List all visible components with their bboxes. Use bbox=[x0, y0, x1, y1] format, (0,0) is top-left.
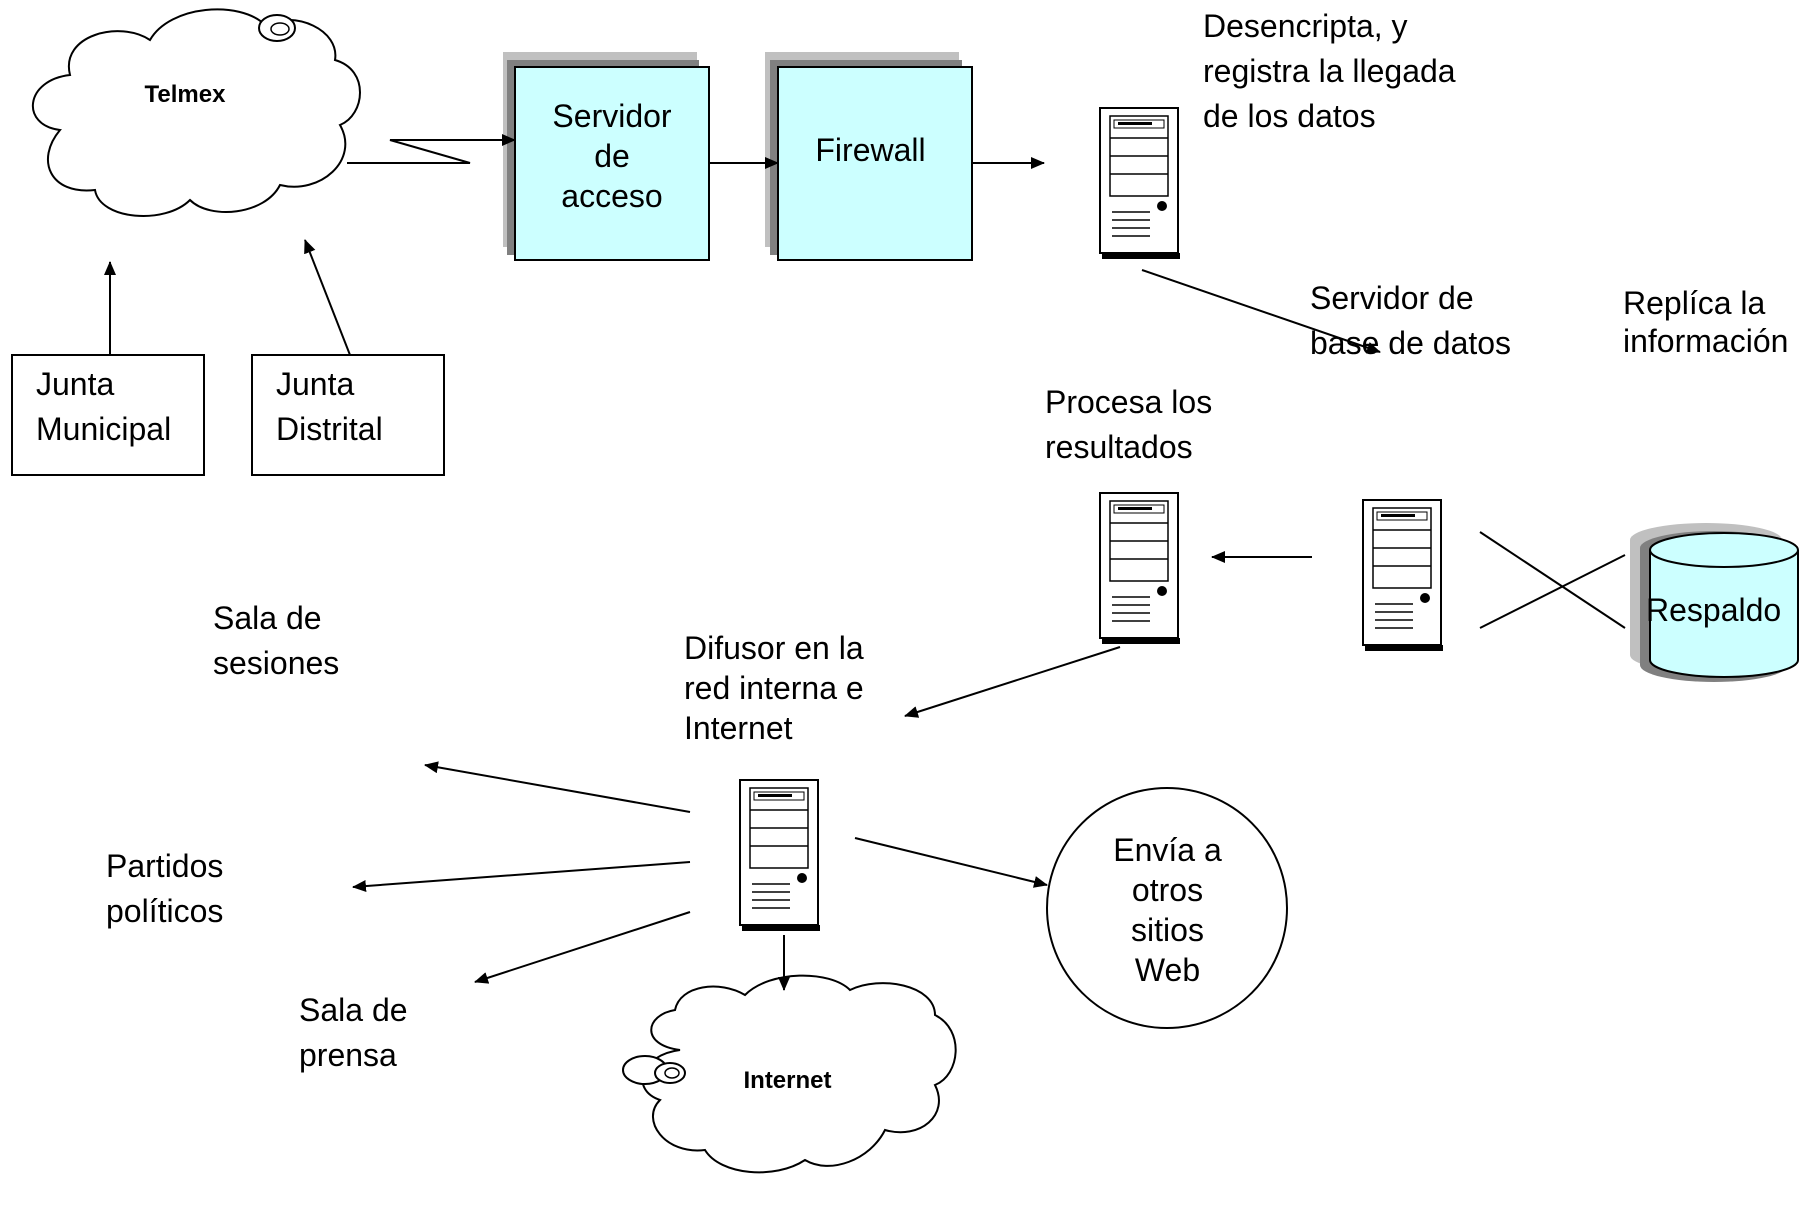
telmex-label: Telmex bbox=[144, 81, 226, 108]
procesa-label: Procesa los resultados bbox=[1045, 384, 1213, 465]
arrow-difusor-prensa bbox=[474, 911, 691, 984]
respaldo-cylinder-icon bbox=[1630, 523, 1799, 682]
arrow-difusor-partidos bbox=[352, 861, 691, 893]
server-icon-procesa bbox=[1099, 492, 1181, 645]
firewall-label: Firewall bbox=[815, 132, 926, 168]
firewall-box bbox=[765, 52, 973, 261]
arrow-server-bd bbox=[1141, 269, 1381, 354]
cross-line-1 bbox=[1479, 531, 1626, 629]
internet-label: Internet bbox=[743, 1067, 832, 1094]
cross-line-2 bbox=[1479, 554, 1626, 629]
sala-sesiones-label: Sala de sesiones bbox=[213, 600, 340, 681]
arrow-difusor-sesiones bbox=[424, 761, 691, 813]
internet-cloud bbox=[622, 974, 957, 1174]
server-icon-base-datos bbox=[1362, 499, 1444, 652]
difusor-label: Difusor en la red interna e Internet bbox=[684, 630, 864, 746]
desencripta-label: Desencripta, y registra la llegada de lo… bbox=[1203, 8, 1456, 134]
arrow-procesa-difusor bbox=[904, 646, 1121, 718]
arrow-telmex-acceso bbox=[347, 139, 471, 164]
replica-label: Replíca la información bbox=[1623, 285, 1789, 359]
servidor-acceso-label: Servidor de acceso bbox=[552, 98, 672, 214]
servidor-acceso-box bbox=[503, 52, 710, 261]
junta-distrital-box bbox=[251, 354, 445, 476]
servidor-bd-label: Servidor de base de datos bbox=[1310, 280, 1512, 361]
arrow-distrital-telmex bbox=[304, 239, 351, 356]
junta-municipal-box bbox=[11, 354, 205, 476]
telmex-cloud bbox=[32, 8, 361, 217]
connectors bbox=[104, 134, 1626, 991]
junta-municipal-label: Junta Municipal bbox=[36, 366, 172, 447]
junta-distrital-label: Junta Distrital bbox=[276, 366, 383, 447]
server-icon-difusor bbox=[739, 779, 821, 932]
partidos-label: Partidos políticos bbox=[106, 848, 224, 929]
envia-circle bbox=[1046, 787, 1288, 1029]
arrow-difusor-envia bbox=[854, 837, 1048, 888]
sala-prensa-label: Sala de prensa bbox=[299, 992, 408, 1073]
server-icon-desencripta bbox=[1099, 107, 1181, 260]
envia-label: Envía a otros sitios Web bbox=[1113, 832, 1222, 988]
respaldo-label: Respaldo bbox=[1646, 592, 1782, 628]
